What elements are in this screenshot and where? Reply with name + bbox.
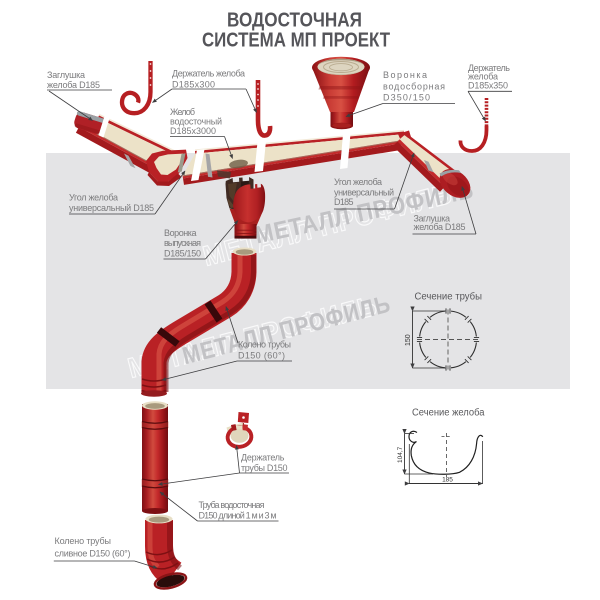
- svg-text:Угол желоба: Угол желоба: [69, 193, 118, 203]
- svg-text:Угол желоба: Угол желоба: [334, 177, 382, 187]
- svg-text:Сечение трубы: Сечение трубы: [415, 291, 483, 303]
- svg-text:водосточный: водосточный: [170, 116, 222, 126]
- svg-text:желоба D185: желоба D185: [414, 222, 466, 232]
- svg-text:D150 длиной 1 м и 3 м: D150 длиной 1 м и 3 м: [199, 511, 277, 521]
- svg-text:универсальный: универсальный: [334, 188, 394, 198]
- svg-text:Держатель желоба: Держатель желоба: [172, 69, 245, 79]
- svg-text:104,7: 104,7: [397, 446, 404, 463]
- svg-text:185: 185: [442, 476, 453, 483]
- svg-text:150: 150: [405, 334, 412, 346]
- svg-text:трубы D150: трубы D150: [241, 463, 288, 473]
- svg-text:Воронка: Воронка: [164, 228, 197, 238]
- svg-text:Сечение желоба: Сечение желоба: [412, 407, 485, 419]
- svg-text:Колено трубы: Колено трубы: [238, 340, 291, 350]
- svg-text:D150 (60°): D150 (60°): [238, 351, 285, 361]
- svg-text:Заглушка: Заглушка: [414, 214, 451, 224]
- svg-text:Желоб: Желоб: [170, 107, 195, 117]
- svg-text:Держатель: Держатель: [468, 63, 510, 73]
- svg-text:Заглушка: Заглушка: [47, 70, 85, 80]
- svg-text:Труба водосточная: Труба водосточная: [199, 500, 265, 510]
- svg-text:D185x3000: D185x3000: [170, 126, 216, 136]
- svg-text:D185/150: D185/150: [164, 248, 201, 258]
- svg-text:Держатель: Держатель: [241, 453, 285, 463]
- svg-text:Колено трубы: Колено трубы: [55, 536, 112, 546]
- svg-text:Воронка: Воронка: [383, 70, 427, 80]
- svg-text:водосборная: водосборная: [383, 82, 445, 92]
- svg-text:универсальный D185: универсальный D185: [69, 203, 154, 213]
- svg-text:сливное D150 (60°): сливное D150 (60°): [55, 549, 131, 559]
- svg-text:выпускная: выпускная: [164, 238, 201, 248]
- svg-text:желоба: желоба: [468, 72, 498, 82]
- svg-text:D185x300: D185x300: [172, 80, 215, 90]
- svg-text:СИСТЕМА МП ПРОЕКТ: СИСТЕМА МП ПРОЕКТ: [202, 30, 390, 52]
- svg-text:D185: D185: [334, 197, 354, 207]
- svg-text:D185x350: D185x350: [468, 81, 508, 91]
- svg-text:D350/150: D350/150: [383, 93, 430, 103]
- svg-text:желоба D185: желоба D185: [47, 80, 100, 90]
- svg-text:ВОДОСТОЧНАЯ: ВОДОСТОЧНАЯ: [227, 10, 362, 32]
